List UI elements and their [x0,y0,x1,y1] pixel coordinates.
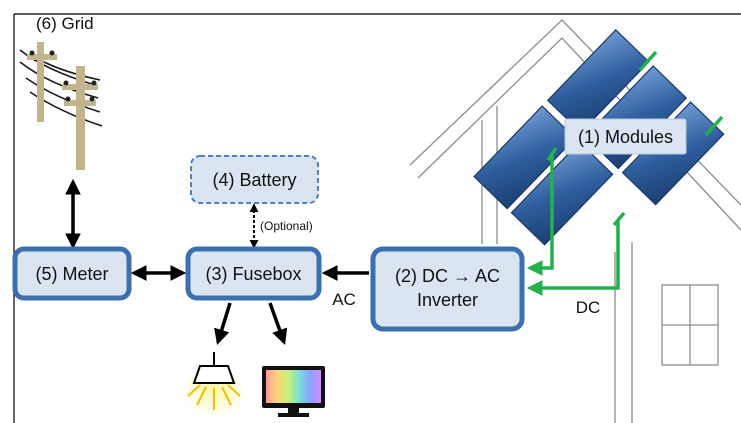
inverter-label-line2: Inverter [417,290,478,310]
optional-label: (Optional) [260,219,313,233]
meter-box: (5) Meter [12,246,132,301]
inverter-box: (2) DC → AC Inverter [370,246,525,332]
ac-label: AC [332,290,356,309]
dc-label: DC [576,298,601,317]
battery-label: (4) Battery [212,170,296,190]
meter-label: (5) Meter [35,264,108,284]
fusebox-label: (3) Fusebox [205,264,301,284]
lamp-icon [186,352,242,418]
grid-label: (6) Grid [36,14,94,33]
dc-wiring [526,50,724,296]
modules-label: (1) Modules [578,127,673,147]
fusebox-lamp-arrow [214,302,232,346]
battery-box: (4) Battery [190,155,319,204]
monitor-icon [262,366,325,417]
fusebox-box: (3) Fusebox [185,246,322,301]
utility-pole-icon [19,42,103,170]
modules-box: (1) Modules [564,118,687,155]
inverter-label-line1: (2) DC → AC [395,266,500,286]
fusebox-monitor-arrow [268,302,288,345]
